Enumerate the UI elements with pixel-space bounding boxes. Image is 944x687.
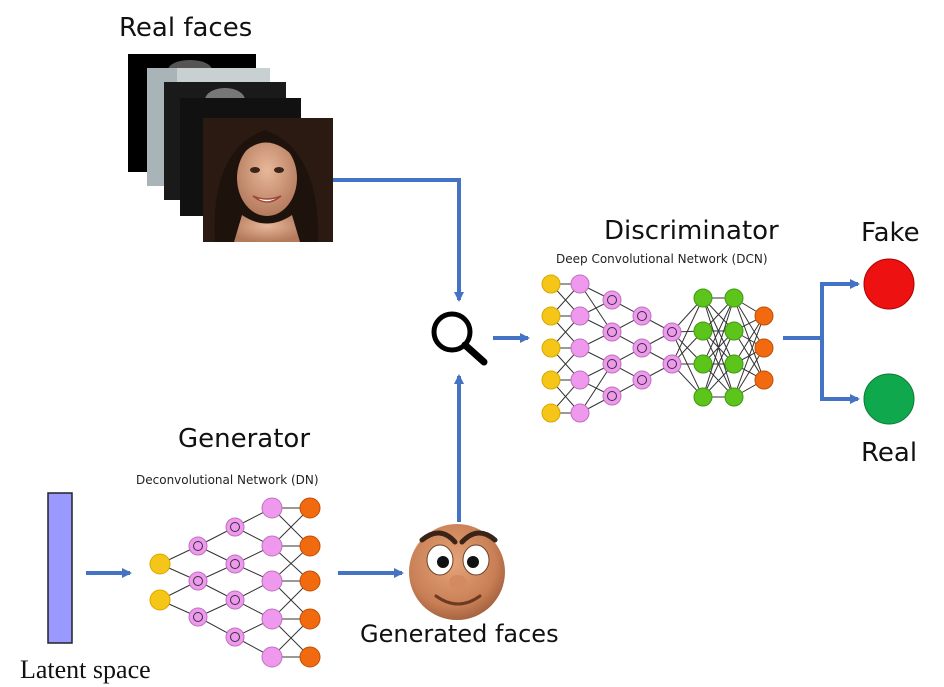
discriminator-network [541, 274, 774, 423]
cartoon-face-icon [409, 524, 505, 620]
dcn-node [602, 354, 622, 374]
dn-node [188, 571, 208, 591]
dn-output-node [299, 608, 321, 630]
real-faces-stack [128, 54, 333, 242]
dcn-input-node [541, 274, 561, 294]
latent-space-bar [47, 492, 73, 644]
generator-network [149, 497, 321, 668]
dcn-node [632, 370, 652, 390]
output-arrows [783, 279, 860, 404]
dcn-input-node [541, 306, 561, 326]
dn-node [225, 590, 245, 610]
dcn-node [662, 322, 682, 342]
dcn-node [602, 322, 622, 342]
dcn-input-node [541, 338, 561, 358]
dn-node [261, 497, 283, 519]
dcn-output-node [754, 306, 774, 326]
dcn-label: Deep Convolutional Network (DCN) [556, 252, 768, 266]
real-label: Real [861, 438, 918, 468]
arrow-real-to-inspect [333, 178, 464, 302]
dcn-node [570, 306, 590, 326]
dn-input-node [149, 589, 171, 611]
dcn-node [693, 354, 713, 374]
dcn-node [693, 321, 713, 341]
dcn-node [693, 288, 713, 308]
dcn-node [724, 354, 744, 374]
dcn-input-node [541, 370, 561, 390]
dcn-node [602, 290, 622, 310]
dn-node [188, 607, 208, 627]
dn-node [188, 536, 208, 556]
fake-label: Fake [861, 218, 920, 248]
dn-node [225, 517, 245, 537]
generated-faces-label: Generated faces [360, 620, 559, 648]
dn-output-node [299, 570, 321, 592]
dn-output-node [299, 646, 321, 668]
discriminator-label: Discriminator [604, 216, 779, 246]
dn-node [261, 535, 283, 557]
dn-node [225, 627, 245, 647]
dn-input-node [149, 553, 171, 575]
dcn-output-node [754, 338, 774, 358]
dn-node [261, 570, 283, 592]
real-output-circle [863, 373, 915, 425]
dn-output-node [299, 535, 321, 557]
dcn-node [570, 274, 590, 294]
dn-output-node [299, 497, 321, 519]
dcn-node [724, 288, 744, 308]
dcn-input-node [541, 403, 561, 423]
dcn-node [662, 354, 682, 374]
dcn-node [570, 403, 590, 423]
dn-node [225, 554, 245, 574]
fake-output-circle [863, 258, 915, 310]
dcn-node [632, 306, 652, 326]
real-faces-label: Real faces [119, 13, 253, 43]
generator-label: Generator [178, 424, 311, 454]
dcn-node [570, 338, 590, 358]
dn-node [261, 608, 283, 630]
dn-label: Deconvolutional Network (DN) [136, 473, 319, 487]
dcn-node [724, 387, 744, 407]
dcn-node [632, 338, 652, 358]
dcn-output-node [754, 370, 774, 390]
dcn-node [724, 321, 744, 341]
dcn-node [570, 370, 590, 390]
dn-node [261, 646, 283, 668]
magnifier-icon [431, 311, 488, 366]
dcn-node [602, 386, 622, 406]
latent-space-label: Latent space [20, 655, 151, 684]
dcn-node [693, 387, 713, 407]
